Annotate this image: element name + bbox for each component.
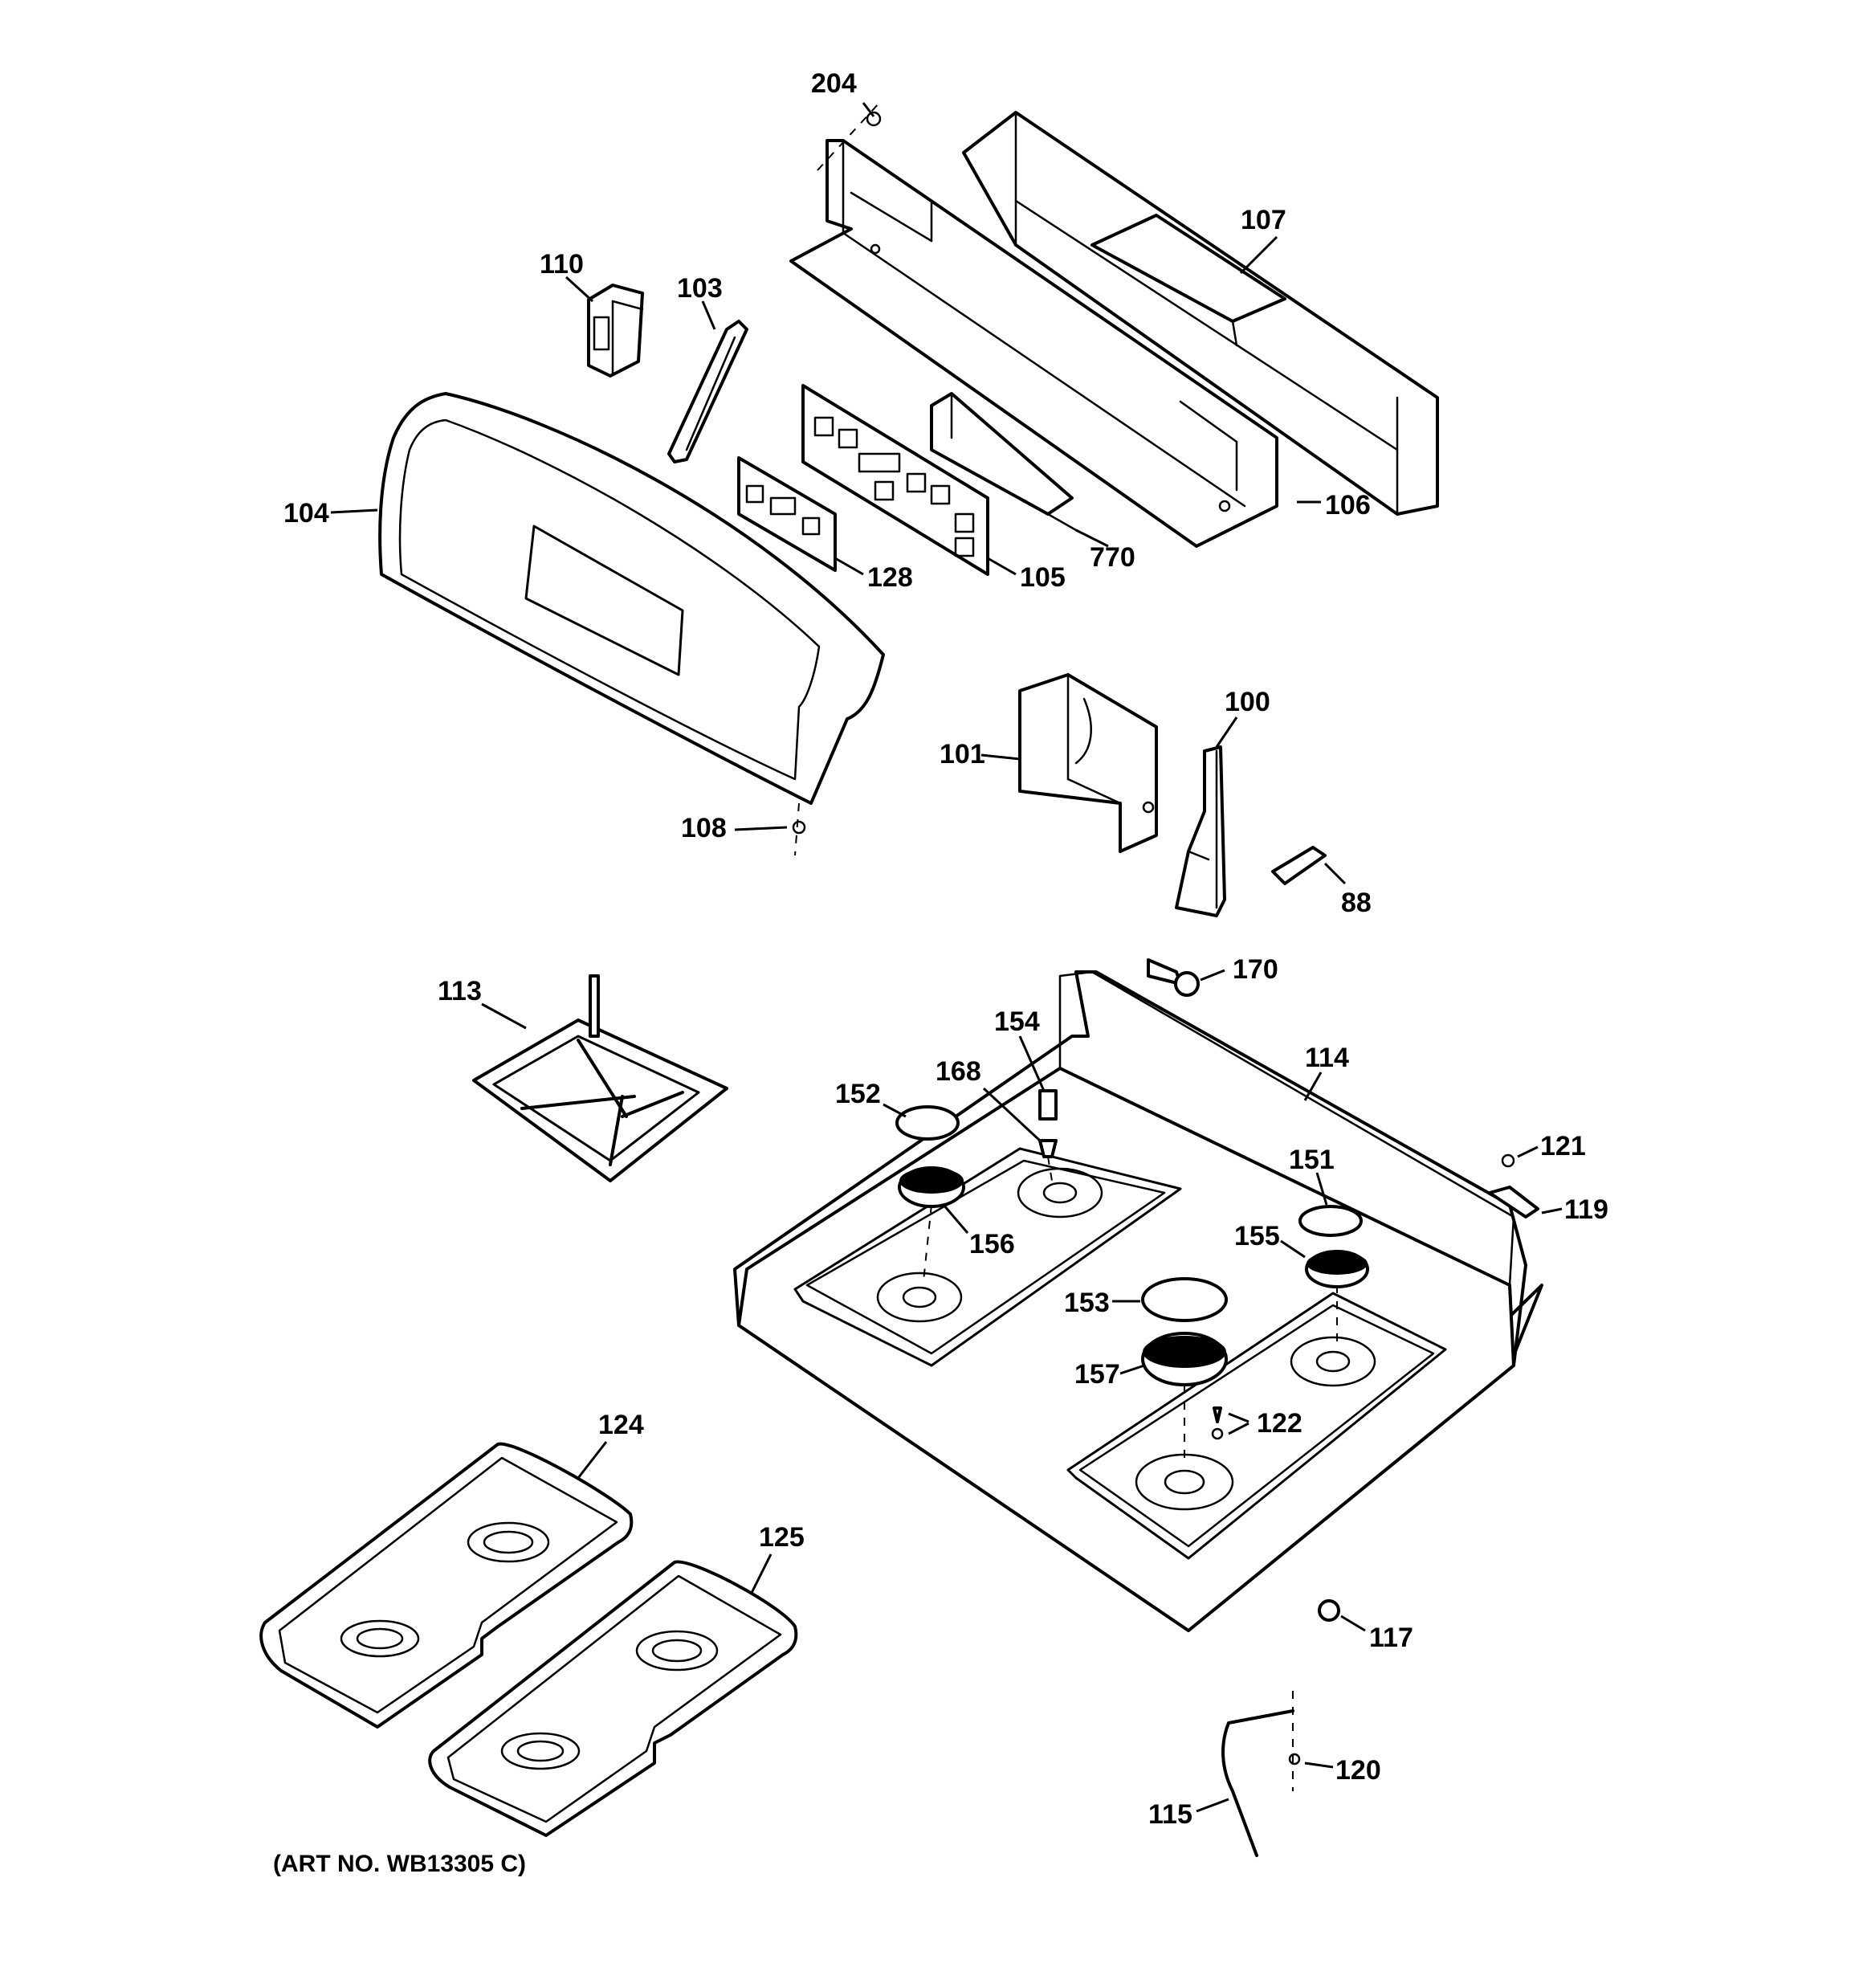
label-114: 114 [1305, 1043, 1349, 1073]
part-113-burner-grate [472, 974, 728, 1182]
part-770-heat-shield [930, 392, 1078, 532]
label-157: 157 [1074, 1359, 1120, 1390]
leader-114 [1303, 1072, 1323, 1101]
part-170-screw [1147, 958, 1200, 997]
label-103: 103 [677, 273, 723, 304]
label-119: 119 [1564, 1194, 1608, 1225]
leader-101 [980, 753, 1021, 761]
leader-170 [1200, 969, 1225, 982]
label-104: 104 [283, 498, 329, 529]
label-121: 121 [1540, 1131, 1586, 1161]
label-106: 106 [1325, 490, 1371, 520]
label-122: 122 [1257, 1408, 1302, 1439]
label-110: 110 [540, 249, 584, 280]
label-151: 151 [1289, 1145, 1335, 1175]
part-110-clock-module [587, 284, 644, 378]
leader-120 [1304, 1761, 1334, 1769]
leader-157 [1119, 1364, 1145, 1375]
part-101-bracket [1018, 673, 1158, 853]
part-128-keypad-overlay [737, 456, 837, 572]
leader-117 [1340, 1614, 1366, 1632]
label-155: 155 [1234, 1221, 1280, 1251]
part-106-backguard-panel [789, 139, 1278, 548]
leader-107 [1239, 235, 1278, 275]
leader-122b [1228, 1422, 1249, 1435]
label-124: 124 [598, 1410, 644, 1440]
label-108: 108 [681, 813, 727, 843]
part-108-screw [792, 802, 806, 856]
leader-88 [1323, 862, 1347, 885]
leader-151 [1315, 1172, 1328, 1206]
leader-104 [330, 508, 378, 514]
leader-115 [1196, 1798, 1229, 1813]
part-120-screw [1288, 1753, 1301, 1766]
leader-122 [1228, 1412, 1249, 1423]
part-117-nut [1318, 1599, 1340, 1622]
leader-100 [1215, 716, 1238, 748]
label-88: 88 [1341, 888, 1372, 918]
leader-155 [1280, 1239, 1306, 1259]
leader-125 [749, 1553, 773, 1595]
label-156: 156 [969, 1229, 1015, 1259]
label-107: 107 [1241, 205, 1286, 235]
leader-103 [701, 300, 716, 330]
leader-108 [734, 826, 788, 831]
leader-119 [1541, 1207, 1563, 1214]
part-104-control-panel-trim [378, 392, 885, 805]
part-107-rear-cover [962, 111, 1439, 516]
label-105: 105 [1020, 562, 1066, 593]
part-122-screw [1211, 1406, 1224, 1440]
leader-121 [1517, 1145, 1539, 1158]
part-105-control-board [801, 384, 989, 576]
leader-152 [883, 1103, 907, 1118]
label-101: 101 [940, 739, 985, 769]
leader-128 [834, 557, 864, 576]
leader-770 [1075, 529, 1109, 548]
leader-110 [565, 276, 594, 303]
leader-156 [942, 1204, 969, 1234]
leader-105 [987, 557, 1017, 576]
label-120: 120 [1335, 1755, 1381, 1786]
label-115: 115 [1148, 1799, 1192, 1830]
part-100-bracket [1175, 745, 1226, 917]
leader-124 [577, 1441, 608, 1479]
leader-154 [1018, 1035, 1046, 1092]
part-103-bracket [667, 320, 748, 463]
label-170: 170 [1233, 954, 1278, 985]
part-125-drip-pan [428, 1560, 798, 1837]
label-125: 125 [759, 1522, 805, 1553]
part-204-screw [866, 111, 882, 127]
label-113: 113 [438, 976, 482, 1006]
label-168: 168 [936, 1056, 981, 1087]
part-124-drip-pan [259, 1442, 634, 1729]
art-number: (ART NO. WB13305 C) [273, 1851, 526, 1877]
label-152: 152 [835, 1079, 881, 1109]
leader-168 [982, 1087, 1042, 1142]
label-128: 128 [867, 562, 913, 593]
part-121-screw [1501, 1153, 1515, 1168]
label-204: 204 [811, 68, 857, 99]
leader-204 [862, 102, 875, 117]
label-100: 100 [1225, 687, 1270, 717]
label-153: 153 [1064, 1288, 1110, 1318]
leader-113 [481, 1002, 527, 1030]
label-770: 770 [1090, 542, 1135, 573]
label-154: 154 [994, 1006, 1040, 1037]
part-119-bracket [1488, 1186, 1539, 1219]
part-88-clip [1271, 846, 1327, 885]
part-115-gas-tube [1221, 1691, 1294, 1857]
label-117: 117 [1369, 1623, 1413, 1653]
